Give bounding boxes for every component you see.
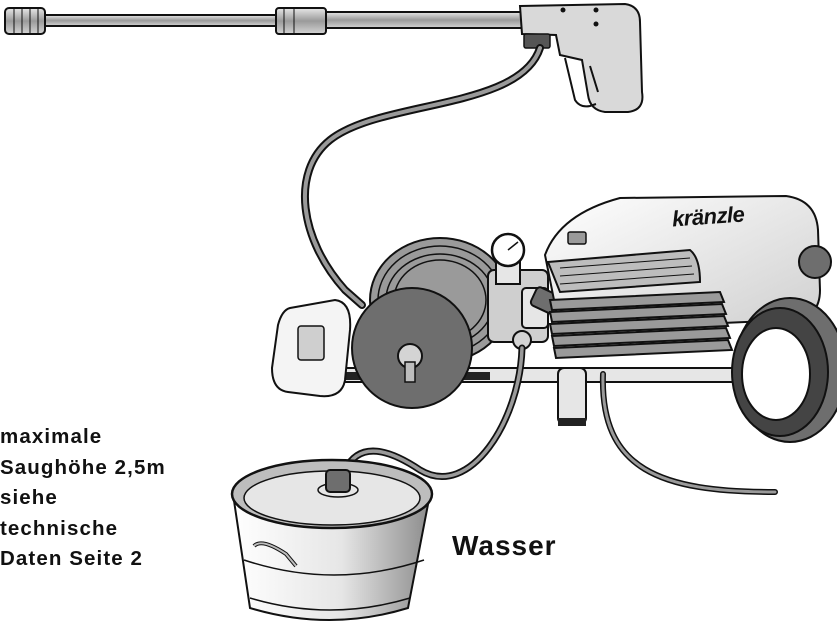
- lance-tube-front: [44, 14, 286, 27]
- note-line: Saughöhe 2,5m: [0, 455, 166, 479]
- note-line: siehe: [0, 486, 58, 509]
- push-handle: [270, 298, 352, 398]
- note-line: technische: [0, 516, 119, 540]
- water-label: Wasser: [452, 530, 557, 561]
- motor-end-knob: [798, 245, 832, 279]
- lance-tube-rear: [325, 11, 527, 29]
- wheel: [731, 297, 837, 443]
- brand-logo: kränzle: [671, 201, 746, 232]
- lance-nozzle: [4, 7, 46, 35]
- water-bucket: [230, 458, 434, 621]
- suction-height-note: maximale Saughöhe 2,5m siehe technische …: [0, 422, 166, 575]
- note-line: maximale: [0, 425, 103, 448]
- spray-lance: [4, 7, 527, 35]
- motor-housing: [543, 194, 832, 360]
- note-line: Daten Seite 2: [0, 547, 144, 570]
